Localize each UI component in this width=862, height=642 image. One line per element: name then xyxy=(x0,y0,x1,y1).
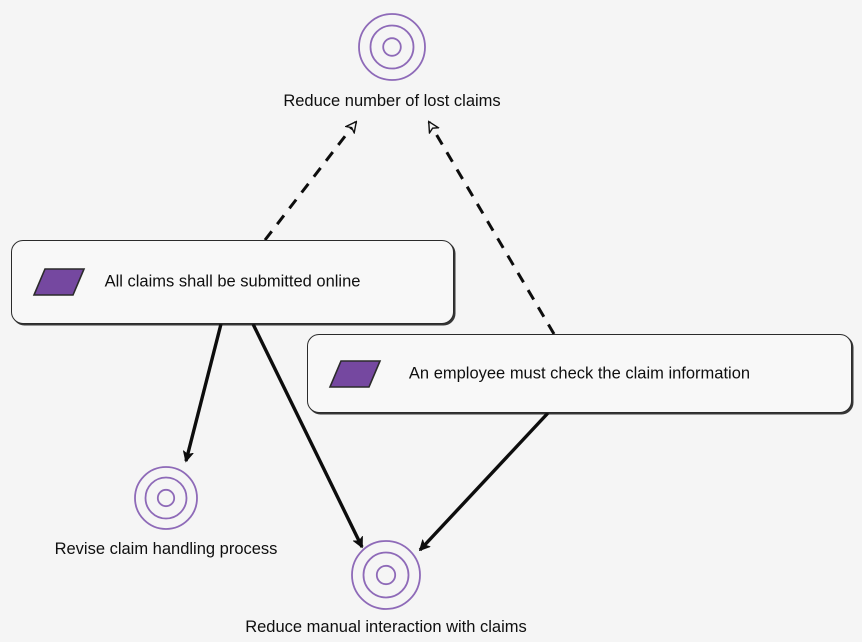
goal-reduce-lost-claims-label: Reduce number of lost claims xyxy=(283,92,501,110)
goal-revise-claim-handling-label: Revise claim handling process xyxy=(54,540,278,558)
goal-icon xyxy=(358,13,426,81)
goal-icon xyxy=(134,466,198,530)
goal-reduce-lost-claims[interactable] xyxy=(358,13,426,81)
requirement-all-claims-submitted-online[interactable]: All claims shall be submitted online xyxy=(11,240,454,324)
requirement-parallelogram-icon xyxy=(32,268,86,296)
relation-influence-online-to-revise xyxy=(186,323,223,461)
relation-realization-online-to-lost-claims xyxy=(263,122,356,241)
requirement-parallelogram-icon xyxy=(328,359,382,388)
goal-revise-claim-handling[interactable] xyxy=(134,466,198,530)
relation-influence-employee-to-manual xyxy=(418,411,550,550)
goal-icon xyxy=(351,540,421,610)
requirement-label: An employee must check the claim informa… xyxy=(408,364,751,382)
requirement-label: All claims shall be submitted online xyxy=(104,272,361,291)
requirement-employee-must-check-claim[interactable]: An employee must check the claim informa… xyxy=(307,334,852,413)
goal-reduce-manual-interaction-label: Reduce manual interaction with claims xyxy=(245,618,527,636)
goal-reduce-manual-interaction[interactable] xyxy=(351,540,421,610)
